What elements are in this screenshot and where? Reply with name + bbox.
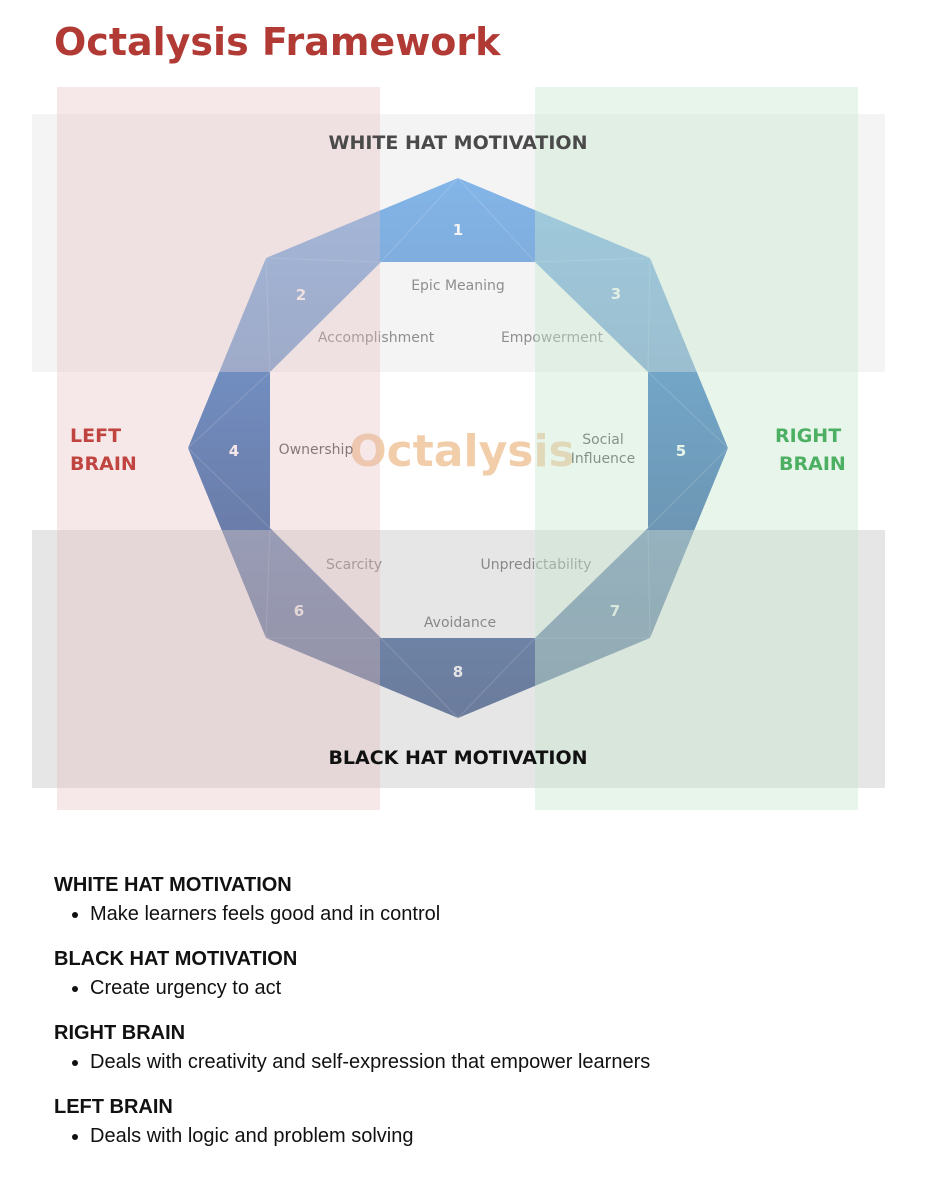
left-brain-label-line1: LEFT <box>70 425 121 447</box>
note-bullet: Create urgency to act <box>90 974 874 1002</box>
left-brain-label-line2: BRAIN <box>70 453 137 475</box>
drive-label-social: Social <box>582 432 624 448</box>
note-left-brain: LEFT BRAIN Deals with logic and problem … <box>54 1094 874 1150</box>
drive-label-scarcity: Scarcity <box>326 557 382 573</box>
drive-number-4: 4 <box>229 442 239 460</box>
note-heading: BLACK HAT MOTIVATION <box>54 948 298 970</box>
note-white-hat: WHITE HAT MOTIVATION Make learners feels… <box>54 872 874 928</box>
note-bullet: Deals with logic and problem solving <box>90 1122 874 1150</box>
drive-number-2: 2 <box>296 286 306 304</box>
notes-section: WHITE HAT MOTIVATION Make learners feels… <box>54 872 874 1168</box>
black-hat-label: BLACK HAT MOTIVATION <box>328 747 587 769</box>
note-bullet: Make learners feels good and in control <box>90 900 874 928</box>
drive-number-1: 1 <box>453 221 463 239</box>
drive-number-3: 3 <box>611 285 621 303</box>
octalysis-watermark: Octalysis <box>349 426 574 477</box>
note-heading: RIGHT BRAIN <box>54 1022 186 1044</box>
page-title: Octalysis Framework <box>54 20 501 64</box>
right-brain-label-line2: BRAIN <box>779 453 846 475</box>
note-right-brain: RIGHT BRAIN Deals with creativity and se… <box>54 1020 874 1076</box>
left-band <box>57 87 380 810</box>
drive-label-influence: Influence <box>571 451 636 467</box>
drive-number-8: 8 <box>453 663 463 681</box>
note-black-hat: BLACK HAT MOTIVATION Create urgency to a… <box>54 946 874 1002</box>
octalysis-diagram: Octalysis 1 2 3 4 5 6 7 8 Epic Meaning A… <box>32 87 885 810</box>
bottom-band <box>32 530 885 788</box>
white-hat-label: WHITE HAT MOTIVATION <box>328 132 587 154</box>
drive-label-unpredictability: Unpredictability <box>481 557 592 573</box>
drive-label-empowerment: Empowerment <box>501 330 604 346</box>
octagon-ring <box>188 178 728 718</box>
note-heading: LEFT BRAIN <box>54 1096 173 1118</box>
drive-label-accomplishment: Accomplishment <box>318 330 435 346</box>
note-heading: WHITE HAT MOTIVATION <box>54 874 292 896</box>
right-band <box>535 87 858 810</box>
drive-number-5: 5 <box>676 442 686 460</box>
right-brain-label-line1: RIGHT <box>775 425 841 447</box>
drive-label-avoidance: Avoidance <box>424 615 496 631</box>
drive-number-7: 7 <box>610 602 620 620</box>
top-band <box>32 114 885 372</box>
drive-label-ownership: Ownership <box>279 442 354 458</box>
drive-number-6: 6 <box>294 602 304 620</box>
drive-label-epic-meaning: Epic Meaning <box>411 278 505 294</box>
note-bullet: Deals with creativity and self-expressio… <box>90 1048 874 1076</box>
